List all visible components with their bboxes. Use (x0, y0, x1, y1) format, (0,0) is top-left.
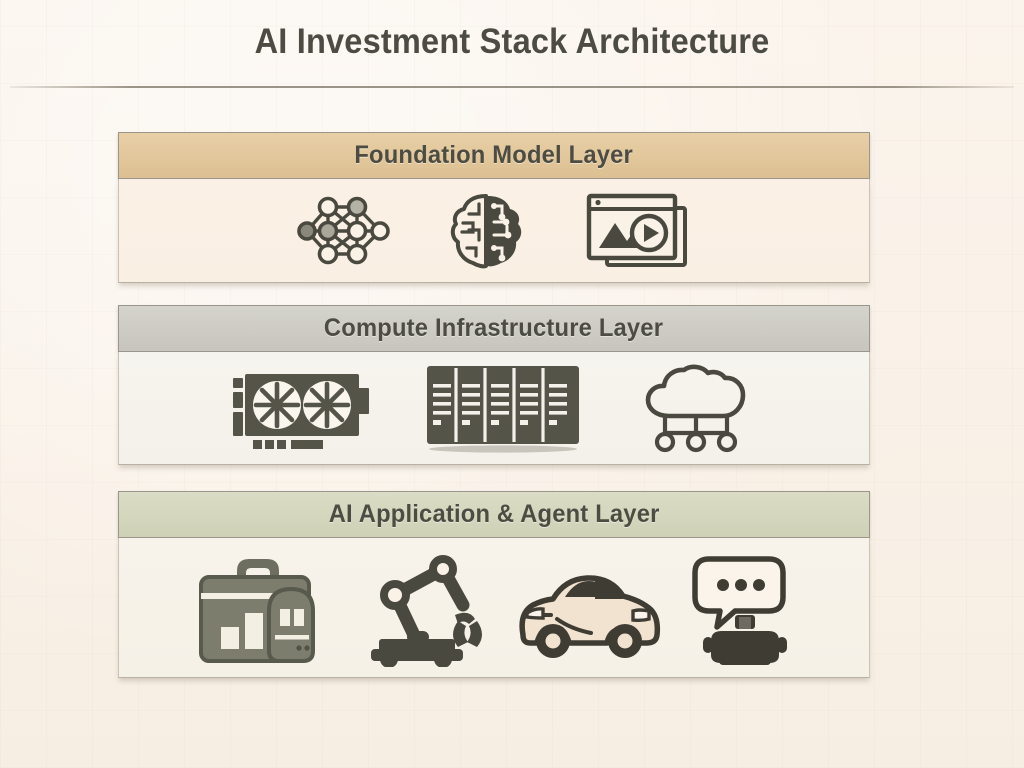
autonomous-car-icon (513, 549, 663, 667)
layer-title-ai-application-agent: AI Application & Agent Layer (328, 500, 660, 528)
media-window-icon (583, 190, 693, 272)
layer-body-ai-application-agent (118, 538, 870, 678)
title-divider (10, 86, 1014, 88)
gpu-card-icon (231, 362, 371, 454)
layer-title-compute-infrastructure: Compute Infrastructure Layer (324, 314, 664, 342)
icon-row-compute-infrastructure (231, 362, 757, 454)
business-analytics-robot-icon (193, 549, 341, 667)
title-zone: AI Investment Stack Architecture (0, 22, 1024, 62)
page-title: AI Investment Stack Architecture (254, 22, 770, 61)
layer-title-foundation-model: Foundation Model Layer (354, 141, 634, 169)
layer-ai-application-agent[interactable]: AI Application & Agent Layer (118, 491, 870, 678)
robot-arm-icon (365, 549, 489, 667)
neural-network-icon (295, 190, 391, 272)
layer-header-ai-application-agent[interactable]: AI Application & Agent Layer (118, 491, 870, 538)
layer-header-compute-infrastructure[interactable]: Compute Infrastructure Layer (118, 305, 870, 352)
brain-circuit-icon (449, 190, 525, 272)
server-rack-icon (423, 362, 583, 454)
icon-row-foundation-model (295, 190, 693, 272)
icon-row-ai-application-agent (193, 549, 795, 667)
layer-compute-infrastructure[interactable]: Compute Infrastructure Layer (118, 305, 870, 465)
cloud-network-icon (635, 362, 757, 454)
chatbot-icon (687, 549, 795, 667)
layer-header-foundation-model[interactable]: Foundation Model Layer (118, 132, 870, 179)
layer-body-foundation-model (118, 179, 870, 283)
layer-foundation-model[interactable]: Foundation Model Layer (118, 132, 870, 283)
layer-body-compute-infrastructure (118, 352, 870, 465)
